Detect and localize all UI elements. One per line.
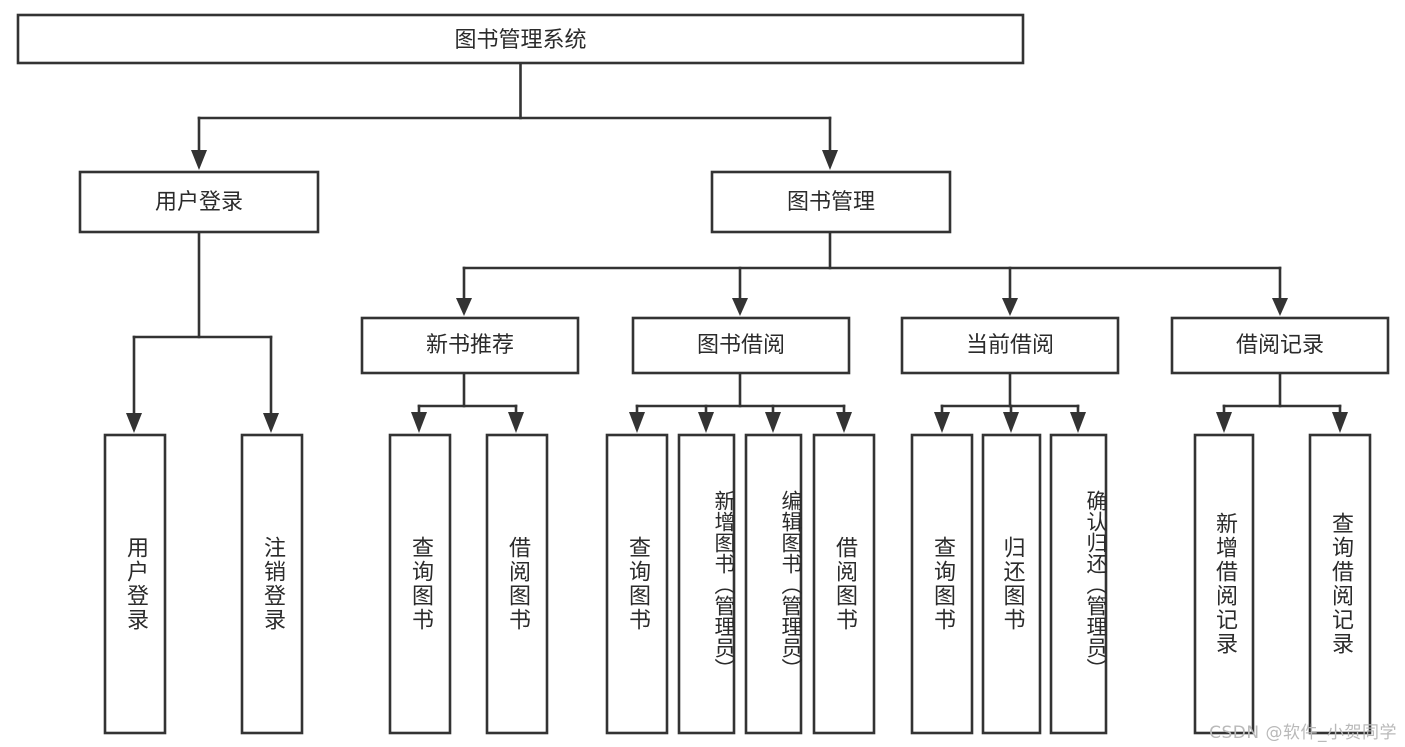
node-box-leaf-logout[interactable]: [240, 433, 304, 735]
arrowhead-leaf-confirm-return-admin: [1070, 412, 1086, 433]
node-box-borrow-record[interactable]: [1170, 316, 1390, 375]
arrowhead-leaf-edit-book-admin: [765, 412, 781, 433]
watermark-text: CSDN @软件_小贺同学: [1209, 723, 1397, 743]
arrowhead-new-book-recommend: [456, 298, 472, 316]
node-box-leaf-borrow-book-recommend[interactable]: [485, 433, 549, 735]
arrowhead-borrow-record: [1272, 298, 1288, 316]
arrowhead-leaf-borrow-book: [836, 412, 852, 433]
arrowhead-leaf-add-borrow-record: [1216, 412, 1232, 433]
node-label-borrow-record: 借阅记录: [1236, 333, 1324, 358]
node-label-current-borrow: 当前借阅: [966, 333, 1054, 358]
node-layer: 图书管理系统 用户登录 图书管理 新书推荐 图书借阅 当前借阅 借阅记录: [16, 13, 1390, 735]
node-box-leaf-query-book-current[interactable]: [910, 433, 974, 735]
node-box-root[interactable]: [16, 13, 1025, 65]
node-label-user-login: 用户登录: [155, 190, 243, 215]
node-box-leaf-borrow-book[interactable]: [812, 433, 876, 735]
node-box-user-login[interactable]: [78, 170, 320, 234]
node-box-leaf-query-book-borrow[interactable]: [605, 433, 669, 735]
node-box-leaf-confirm-return-admin[interactable]: [1049, 433, 1108, 735]
node-label-new-book-recommend: 新书推荐: [426, 333, 514, 358]
connector-layer: [126, 61, 1348, 433]
node-box-leaf-add-book-admin[interactable]: [677, 433, 736, 735]
node-box-book-borrow[interactable]: [631, 316, 851, 375]
arrowhead-leaf-query-book-recommend: [411, 412, 427, 433]
arrowhead-book-management: [822, 150, 838, 170]
node-label-book-borrow: 图书借阅: [697, 333, 785, 358]
arrowhead-leaf-add-book-admin: [698, 412, 714, 433]
arrowhead-book-borrow: [732, 298, 748, 316]
arrowhead-leaf-logout: [263, 413, 279, 433]
arrowhead-leaf-query-book-current: [934, 412, 950, 433]
node-label-root: 图书管理系统: [454, 28, 586, 53]
node-box-leaf-user-login[interactable]: [103, 433, 167, 735]
node-box-leaf-edit-book-admin[interactable]: [744, 433, 803, 735]
arrowhead-current-borrow: [1002, 298, 1018, 316]
node-box-book-management[interactable]: [710, 170, 952, 234]
node-box-leaf-query-book-recommend[interactable]: [388, 433, 452, 735]
arrowhead-leaf-user-login: [126, 413, 142, 433]
arrowhead-leaf-return-book: [1003, 412, 1019, 433]
arrowhead-leaf-borrow-book-recommend: [508, 412, 524, 433]
node-box-new-book-recommend[interactable]: [360, 316, 580, 375]
arrowhead-leaf-query-borrow-record: [1332, 412, 1348, 433]
arrowhead-user-login: [191, 150, 207, 170]
node-box-leaf-add-borrow-record[interactable]: [1193, 433, 1255, 735]
node-box-leaf-query-borrow-record[interactable]: [1308, 433, 1372, 735]
node-label-book-management: 图书管理: [787, 190, 875, 215]
node-box-leaf-return-book[interactable]: [981, 433, 1042, 735]
node-box-current-borrow[interactable]: [900, 316, 1120, 375]
arrowhead-leaf-query-book-borrow: [629, 412, 645, 433]
